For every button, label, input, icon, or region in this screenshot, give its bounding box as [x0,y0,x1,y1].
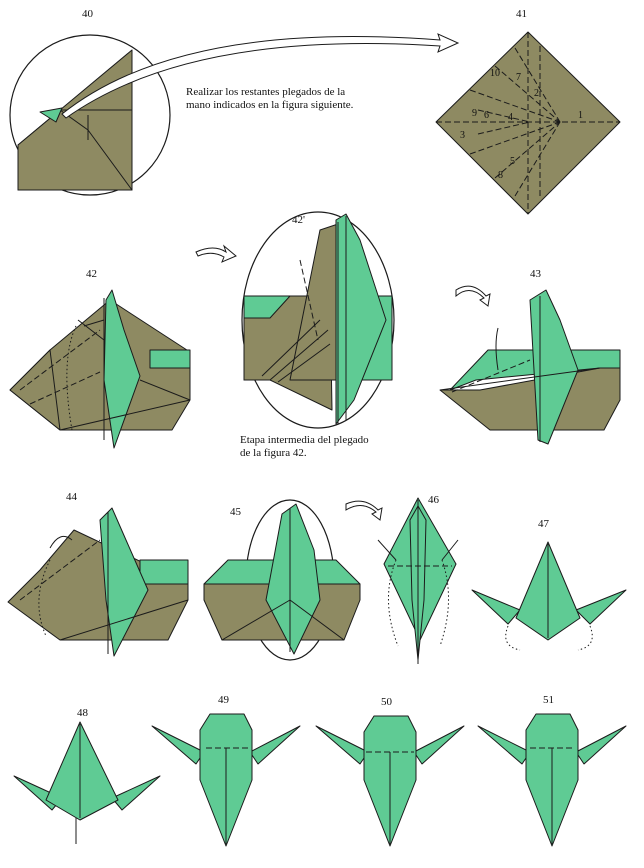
crease-number-3: 3 [460,130,465,141]
hand-tip-40 [39,107,63,123]
crease-42-e [139,379,191,401]
fold-path-47-right [577,625,593,651]
hand-flap-44 [99,507,149,657]
left-ear-49 [151,725,205,765]
crease-number-8: 8 [498,170,503,181]
crease-42-f [77,319,105,341]
head-48 [45,721,119,821]
figure-42-prime [241,211,395,429]
hand-flap-42-prime [335,213,387,425]
instruction-note-41-line1: Realizar los restantes plegados de la [186,86,346,98]
figure-45 [203,499,361,661]
arrow-46-right [441,539,459,561]
left-ear-50 [315,725,369,765]
crease-44-b [19,539,101,601]
crease-number-10: 10 [490,68,500,79]
crease-42-c [19,329,101,391]
figure-51 [477,713,627,847]
right-ear-50 [413,725,465,765]
instruction-note-42: Etapa intermedia del plegado de la figur… [240,434,369,460]
step-number-42: 42 [86,268,97,280]
figure-46 [377,497,459,664]
instruction-note-41-line2: mano indicados en la figura siguiente. [186,99,354,111]
crease-44-c [59,599,189,641]
hand-flap-45 [265,503,321,655]
step-number-40: 40 [82,8,93,20]
fold-arrow-43 [495,327,499,371]
figure-49 [151,713,301,847]
step-number-49: 49 [218,694,229,706]
paper-left-42 [9,349,61,431]
crease-number-4: 4 [508,112,513,123]
figure-40 [9,33,460,196]
pull-arrow-44 [49,535,73,549]
fold-path-47-left [505,625,521,651]
right-ear-49 [249,725,301,765]
crease-42p-d [269,329,329,381]
figure-47 [471,541,627,651]
crease-number-1: 1 [578,110,583,121]
paper-body-43 [439,367,621,431]
figure-50 [315,715,465,847]
arrow-46-left [377,539,397,561]
rotate-arrow-46-icon [345,500,383,521]
figure-48 [13,721,161,844]
crease-number-9: 9 [472,108,477,119]
crease-45-b [221,599,291,641]
fold-path-44 [38,559,51,637]
instruction-note-42-line2: de la figura 42. [240,447,307,459]
curved-arrow-icon [61,33,460,119]
crease-42-b [59,399,191,431]
step-number-50: 50 [381,696,392,708]
right-ear-51 [575,725,627,765]
instruction-note-42-line1: Etapa intermedia del plegado [240,434,369,446]
crease-number-5: 5 [510,156,515,167]
magnifier-circle-40 [9,34,171,196]
crease-42p-c [261,319,321,377]
crease-fan-41 [469,32,561,214]
step-number-41: 41 [516,8,527,20]
left-ear-47 [471,589,521,625]
crease-number-6: 6 [484,110,489,121]
paper-top-right-42 [149,349,191,369]
figure-43 [439,289,621,445]
crease-number-7: 7 [516,72,521,83]
step-number-46: 46 [428,494,439,506]
crease-43-b [439,367,601,391]
rotate-arrow-icon [455,285,491,307]
turn-over-arrow-icon [195,244,237,263]
step-number-48: 48 [77,707,88,719]
figure-44 [7,507,189,657]
left-ear-51 [477,725,531,765]
figure-42 [9,289,191,449]
crease-number-2: 2 [534,88,539,99]
step-number-45: 45 [230,506,241,518]
step-number-43: 43 [530,268,541,280]
crease-42-g [83,319,105,327]
paper-body-44 [7,529,189,641]
crease-42p-f [299,259,319,341]
magnifier-ellipse-42-prime [241,211,395,429]
step-number-44: 44 [66,491,77,503]
fold-path-46-right [439,559,449,647]
crease-45-c [289,599,345,641]
step-number-51: 51 [543,694,554,706]
hand-flap-43 [529,289,579,445]
right-ear-48 [111,775,161,811]
crease-43-c [451,359,531,393]
fold-path-46-left [388,559,399,647]
crease-42-d [29,371,101,405]
paper-top-right-44 [139,559,189,585]
instruction-note-41: Realizar los restantes plegados de la ma… [186,86,353,112]
crease-42p-e [277,343,331,383]
figure-41: 1 2 3 4 5 6 7 8 9 10 [435,31,621,215]
fold-path-42 [66,325,77,431]
right-ear-47 [575,589,627,625]
step-number-47: 47 [538,518,549,530]
